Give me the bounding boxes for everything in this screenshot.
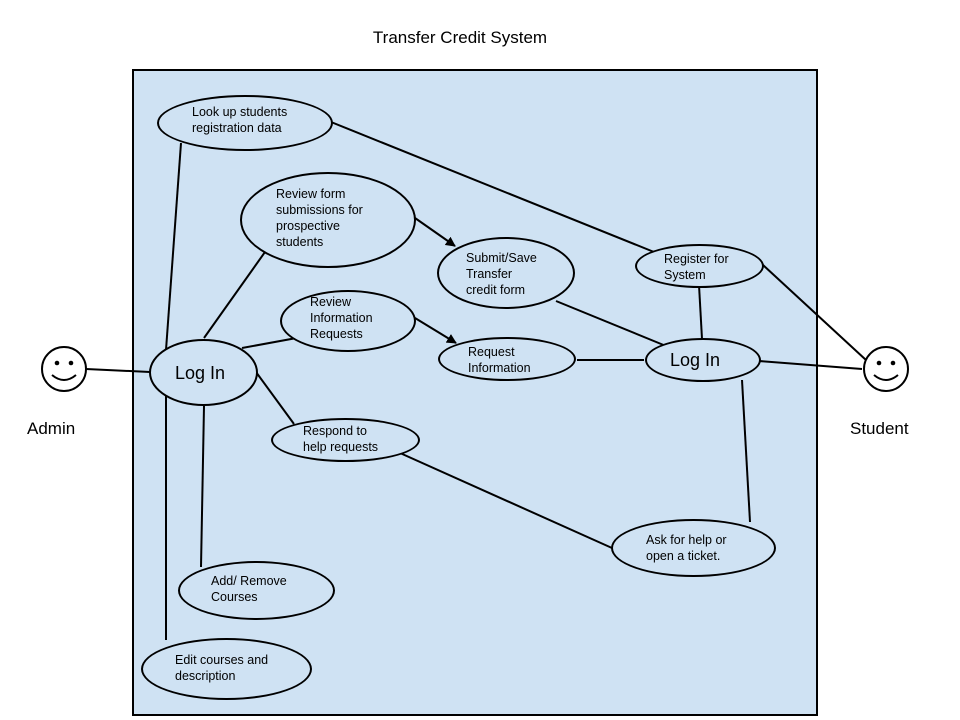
- use-case-label: Respond to help requests: [303, 424, 379, 454]
- use-case-request-info: [438, 337, 576, 381]
- assoc-lookup-register: [330, 121, 655, 253]
- use-case-label: Request Information: [468, 345, 531, 375]
- use-case-add-remove-courses: [178, 561, 335, 620]
- use-case-register: [635, 244, 764, 288]
- use-case-admin-login: [149, 339, 258, 406]
- use-case-label: Edit courses and description: [175, 653, 269, 683]
- use-case-label: Submit/Save Transfer credit form: [466, 251, 537, 297]
- use-case-submit-save-form: [437, 237, 575, 309]
- actor-label-student: Student: [850, 419, 909, 438]
- assoc-student-login-ask-help: [741, 379, 751, 523]
- use-case-label: Add/ Remove Courses: [211, 574, 287, 604]
- use-case-label: Review Information Requests: [310, 295, 373, 341]
- assoc-login-respond-help: [255, 371, 295, 425]
- admin-actor-icon: [41, 346, 87, 392]
- use-case-label: Look up students registration data: [192, 105, 288, 135]
- use-case-lookup-registration: [157, 95, 333, 151]
- student-actor-icon: [863, 346, 909, 392]
- use-case-review-info-requests: [280, 290, 416, 352]
- assoc-register-student: [762, 264, 867, 361]
- associations: [85, 121, 867, 640]
- arrow-review-info-to-request: [414, 317, 457, 344]
- assoc-respond-ask-help: [399, 452, 613, 549]
- assoc-login-lookup: [165, 142, 182, 351]
- assoc-admin-login: [85, 368, 151, 373]
- use-case-respond-help: [271, 418, 420, 462]
- use-case-edit-courses: [141, 638, 312, 700]
- use-case-review-forms: [240, 172, 416, 268]
- use-case-label: Ask for help or open a ticket.: [646, 533, 727, 563]
- use-case-student-login: [645, 338, 761, 382]
- use-case-label: Register for System: [664, 252, 729, 282]
- arrow-review-forms-to-submit: [414, 217, 456, 247]
- assoc-register-student-login: [698, 284, 703, 340]
- actor-label-admin: Admin: [27, 419, 76, 438]
- use-case-label: Review form submissions for prospective …: [276, 187, 363, 249]
- assoc-login-review-forms: [203, 251, 266, 339]
- use-case-label: Log In: [175, 363, 226, 383]
- use-case-ask-help: [611, 519, 776, 577]
- diagram-title: Transfer Credit System: [372, 28, 548, 47]
- use-case-label: Log In: [670, 350, 721, 370]
- assoc-submit-student-login: [555, 300, 667, 347]
- assoc-student-login-student: [758, 360, 863, 370]
- assoc-login-add-remove: [200, 405, 205, 568]
